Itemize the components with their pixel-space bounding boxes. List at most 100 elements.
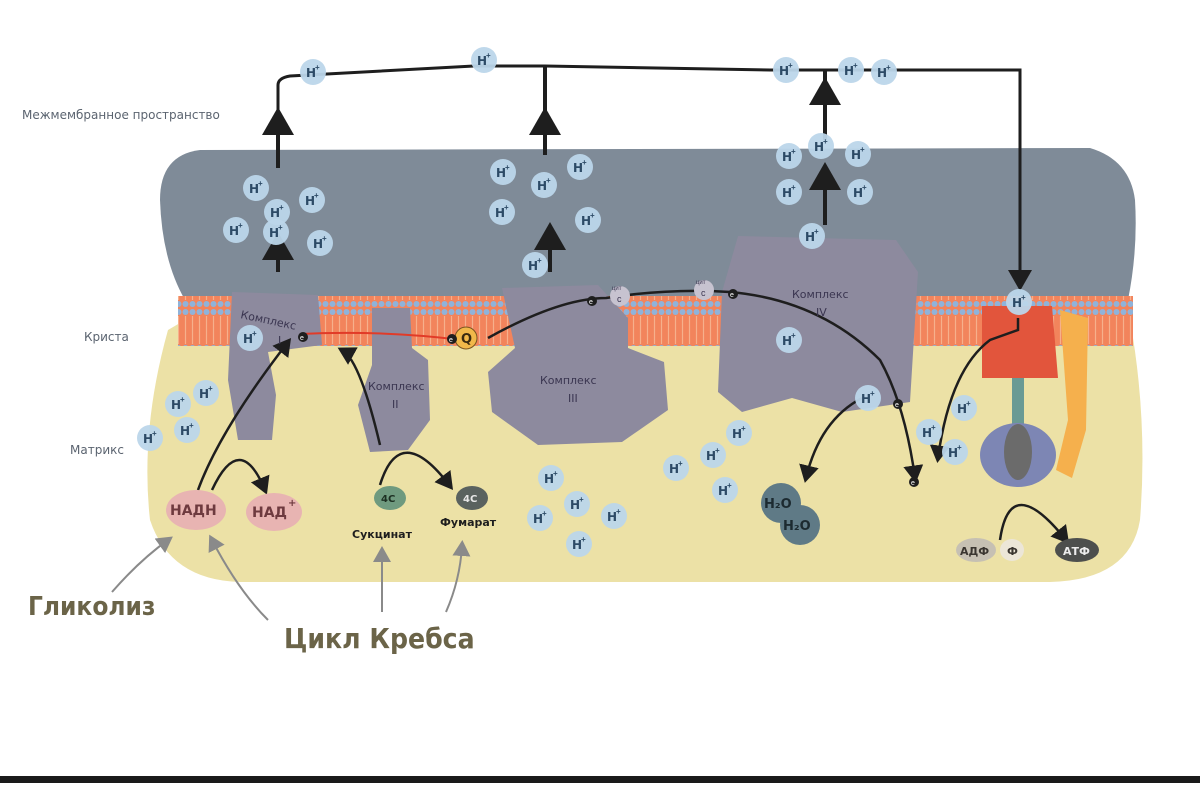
svg-text:H: H	[782, 186, 792, 200]
phosphate-molecule: Ф	[1000, 539, 1024, 561]
svg-text:H: H	[732, 427, 742, 441]
electrons: e e e e e e	[298, 289, 919, 487]
intermembrane-space-label: Межмембранное пространство	[22, 108, 220, 122]
proton-h-plus: H+	[137, 425, 163, 451]
ubiquinone: Q	[454, 326, 478, 350]
proton-h-plus: H+	[566, 531, 592, 557]
svg-text:+: +	[741, 424, 746, 433]
proton-h-plus: H+	[527, 505, 553, 531]
svg-text:АДФ: АДФ	[960, 545, 989, 558]
svg-text:+: +	[238, 221, 243, 230]
svg-text:H: H	[844, 64, 854, 78]
svg-text:+: +	[322, 234, 327, 243]
svg-text:H: H	[199, 387, 209, 401]
svg-text:H: H	[306, 66, 316, 80]
svg-text:+: +	[315, 63, 320, 72]
svg-text:H₂O: H₂O	[764, 497, 792, 512]
svg-text:H: H	[243, 332, 253, 346]
complex-2-label: Комплекс	[368, 380, 425, 393]
proton-h-plus: H+	[663, 455, 689, 481]
svg-text:+: +	[957, 443, 962, 452]
proton-h-plus: H+	[300, 59, 326, 85]
atp-molecule: АТФ	[1055, 538, 1099, 562]
complex-4-number: IV	[816, 306, 827, 319]
svg-text:e: e	[730, 292, 734, 299]
svg-text:АТФ: АТФ	[1063, 545, 1090, 558]
svg-text:+: +	[546, 176, 551, 185]
svg-text:+: +	[966, 399, 971, 408]
svg-text:+: +	[791, 147, 796, 156]
svg-text:H: H	[877, 66, 887, 80]
svg-text:H: H	[669, 462, 679, 476]
svg-text:H: H	[805, 230, 815, 244]
svg-text:НАДН: НАДН	[170, 503, 217, 519]
proton-h-plus: H+	[951, 395, 977, 421]
svg-text:H: H	[495, 206, 505, 220]
svg-text:H: H	[782, 334, 792, 348]
svg-text:+: +	[853, 61, 858, 70]
proton-h-plus: H+	[564, 491, 590, 517]
svg-text:H: H	[718, 484, 728, 498]
svg-text:H: H	[572, 538, 582, 552]
svg-text:4C: 4C	[463, 494, 477, 505]
svg-text:+: +	[581, 535, 586, 544]
svg-text:H: H	[313, 237, 323, 251]
svg-text:H₂O: H₂O	[783, 519, 811, 534]
svg-text:+: +	[582, 158, 587, 167]
svg-text:+: +	[788, 61, 793, 70]
svg-text:H: H	[305, 194, 315, 208]
svg-text:H: H	[957, 402, 967, 416]
svg-text:+: +	[616, 507, 621, 516]
krebs-cycle-label: Цикл Кребса	[284, 622, 475, 655]
svg-text:H: H	[570, 498, 580, 512]
svg-text:c: c	[617, 294, 622, 304]
crista-membrane	[178, 296, 1133, 346]
svg-text:+: +	[189, 421, 194, 430]
svg-text:H: H	[706, 449, 716, 463]
proton-h-plus: H+	[263, 219, 289, 245]
svg-text:H: H	[544, 472, 554, 486]
proton-h-plus: H+	[838, 57, 864, 83]
proton-h-plus: H+	[264, 199, 290, 225]
svg-text:H: H	[948, 446, 958, 460]
svg-text:e: e	[911, 480, 915, 487]
svg-text:H: H	[922, 426, 932, 440]
proton-h-plus: H+	[307, 230, 333, 256]
svg-text:H: H	[573, 161, 583, 175]
svg-text:+: +	[886, 63, 891, 72]
svg-text:H: H	[537, 179, 547, 193]
svg-text:H: H	[528, 259, 538, 273]
complex-3-label: Комплекс	[540, 374, 597, 387]
svg-text:+: +	[590, 211, 595, 220]
svg-text:H: H	[171, 398, 181, 412]
complex-2	[358, 308, 430, 452]
succinate-4c: 4C	[374, 486, 406, 510]
svg-text:H: H	[861, 392, 871, 406]
proton-h-plus: H+	[808, 133, 834, 159]
svg-text:+: +	[278, 223, 283, 232]
svg-text:+: +	[814, 227, 819, 236]
svg-text:+: +	[152, 429, 157, 438]
cytochrome-c-2: цит c	[694, 280, 714, 300]
cytochrome-c-1: цит c	[610, 286, 630, 306]
svg-text:H: H	[143, 432, 153, 446]
svg-text:+: +	[791, 183, 796, 192]
svg-text:H: H	[851, 148, 861, 162]
adp-molecule: АДФ	[956, 538, 996, 562]
proton-h-plus: H+	[1006, 289, 1032, 315]
proton-h-plus: H+	[847, 179, 873, 205]
svg-text:Ф: Ф	[1007, 545, 1018, 558]
proton-h-plus: H+	[776, 327, 802, 353]
svg-text:H: H	[581, 214, 591, 228]
svg-text:c: c	[701, 288, 706, 298]
proton-h-plus: H+	[522, 252, 548, 278]
svg-text:+: +	[505, 163, 510, 172]
svg-text:e: e	[895, 402, 899, 409]
svg-text:+: +	[279, 203, 284, 212]
svg-text:цит: цит	[696, 280, 706, 286]
svg-text:+: +	[678, 459, 683, 468]
proton-h-plus: H+	[845, 141, 871, 167]
svg-text:+: +	[931, 423, 936, 432]
proton-group: H+H+H+H+H+H+H+H+H+H+H+H+H+H+H+H+H+H+H+H+…	[137, 47, 1032, 557]
